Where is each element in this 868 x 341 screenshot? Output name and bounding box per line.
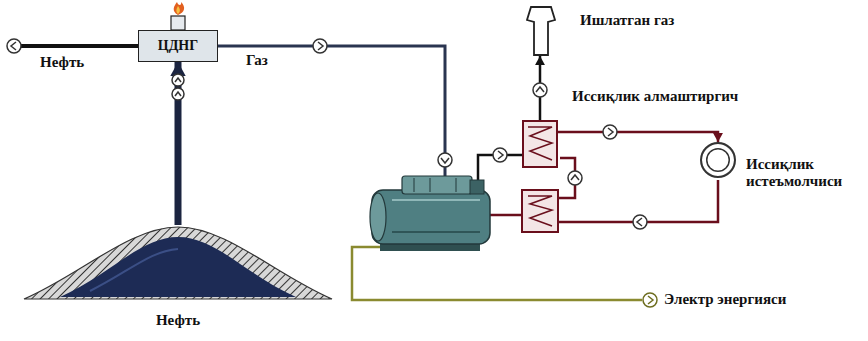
stack-shape xyxy=(524,6,558,56)
exhaust-stack: Ишлатган газ xyxy=(524,6,558,56)
drawing-part xyxy=(568,171,582,185)
drawing-part xyxy=(171,16,185,30)
flow-connector xyxy=(170,62,185,225)
oil-layer xyxy=(60,237,296,297)
drawing-part xyxy=(414,178,415,192)
drawing-part xyxy=(175,92,181,96)
drawing-part xyxy=(430,178,431,192)
drawing-part xyxy=(536,87,544,92)
drawing-part xyxy=(648,296,653,304)
product-label: Нефть xyxy=(40,54,84,71)
stack-outline xyxy=(527,7,555,55)
drawing-part xyxy=(172,74,184,86)
drawing-part xyxy=(352,247,642,300)
oil-outlet xyxy=(7,39,138,53)
drawing-part xyxy=(633,215,647,229)
drawing-part xyxy=(218,46,445,178)
drawing-part xyxy=(643,293,657,307)
drawing-part xyxy=(528,196,552,226)
drawing-part xyxy=(21,44,138,48)
drawing-part xyxy=(498,151,503,159)
node-text: Иссиқлик истеъмолчиси xyxy=(746,156,858,191)
drawing-part xyxy=(571,175,579,180)
exhaust-pipe xyxy=(478,148,522,180)
connector-line xyxy=(558,132,718,142)
arrow-head xyxy=(535,56,545,65)
drawing-part xyxy=(318,42,323,50)
exchanger-coil xyxy=(524,122,556,166)
coil-line xyxy=(528,127,552,160)
lower-heat-exchanger xyxy=(522,190,558,232)
drawing-part xyxy=(603,125,617,139)
gas-pipe xyxy=(218,39,452,178)
drawing-part xyxy=(493,148,507,162)
node-text: Иссиқлик алмаштиргич xyxy=(572,88,738,105)
drawing-part xyxy=(11,42,16,50)
output-label: Электр энергияси xyxy=(664,291,786,308)
drawing-part xyxy=(456,178,457,192)
arrow-head xyxy=(713,133,723,142)
node-text: Ишлатган газ xyxy=(580,12,674,29)
node-text: ЦДНГ xyxy=(158,38,198,54)
drawing-part xyxy=(470,180,484,194)
drawing-part xyxy=(441,158,449,163)
drawing-part xyxy=(172,88,184,100)
drawing-part xyxy=(313,39,327,53)
drawing-part xyxy=(608,128,613,136)
drawing-part xyxy=(533,83,547,97)
drawing-part xyxy=(392,199,480,201)
drawing-part xyxy=(176,6,179,14)
drawing-part xyxy=(174,2,184,15)
flow-connector xyxy=(558,132,723,142)
process-box: ЦДНГ xyxy=(138,30,218,62)
power-line xyxy=(352,247,657,307)
gas-engine xyxy=(370,176,490,251)
oil-reservoir: Нефть xyxy=(20,225,336,333)
drawing-part xyxy=(392,231,480,233)
flare-stack xyxy=(171,2,185,30)
drawing-part xyxy=(490,214,522,217)
pipe-valve xyxy=(172,74,184,100)
drawing-part xyxy=(522,190,558,232)
node-text: Нефть xyxy=(20,312,336,329)
drawing-part xyxy=(175,78,181,82)
flow-label: Газ xyxy=(246,52,268,69)
drawing-part xyxy=(637,218,642,226)
drawing-part xyxy=(402,176,472,194)
heat-consumer: Иссиқлик истеъмолчиси xyxy=(700,142,736,178)
heat-exchanger: Иссиқлик алмаштиргич xyxy=(522,120,558,168)
drawing-part xyxy=(7,39,21,53)
drawing-part xyxy=(438,153,452,167)
drawing-part xyxy=(372,190,490,244)
oil-highlight xyxy=(90,249,178,291)
drawing-part xyxy=(370,193,386,241)
reservoir-shape xyxy=(20,225,336,303)
rock-layer xyxy=(24,227,332,299)
